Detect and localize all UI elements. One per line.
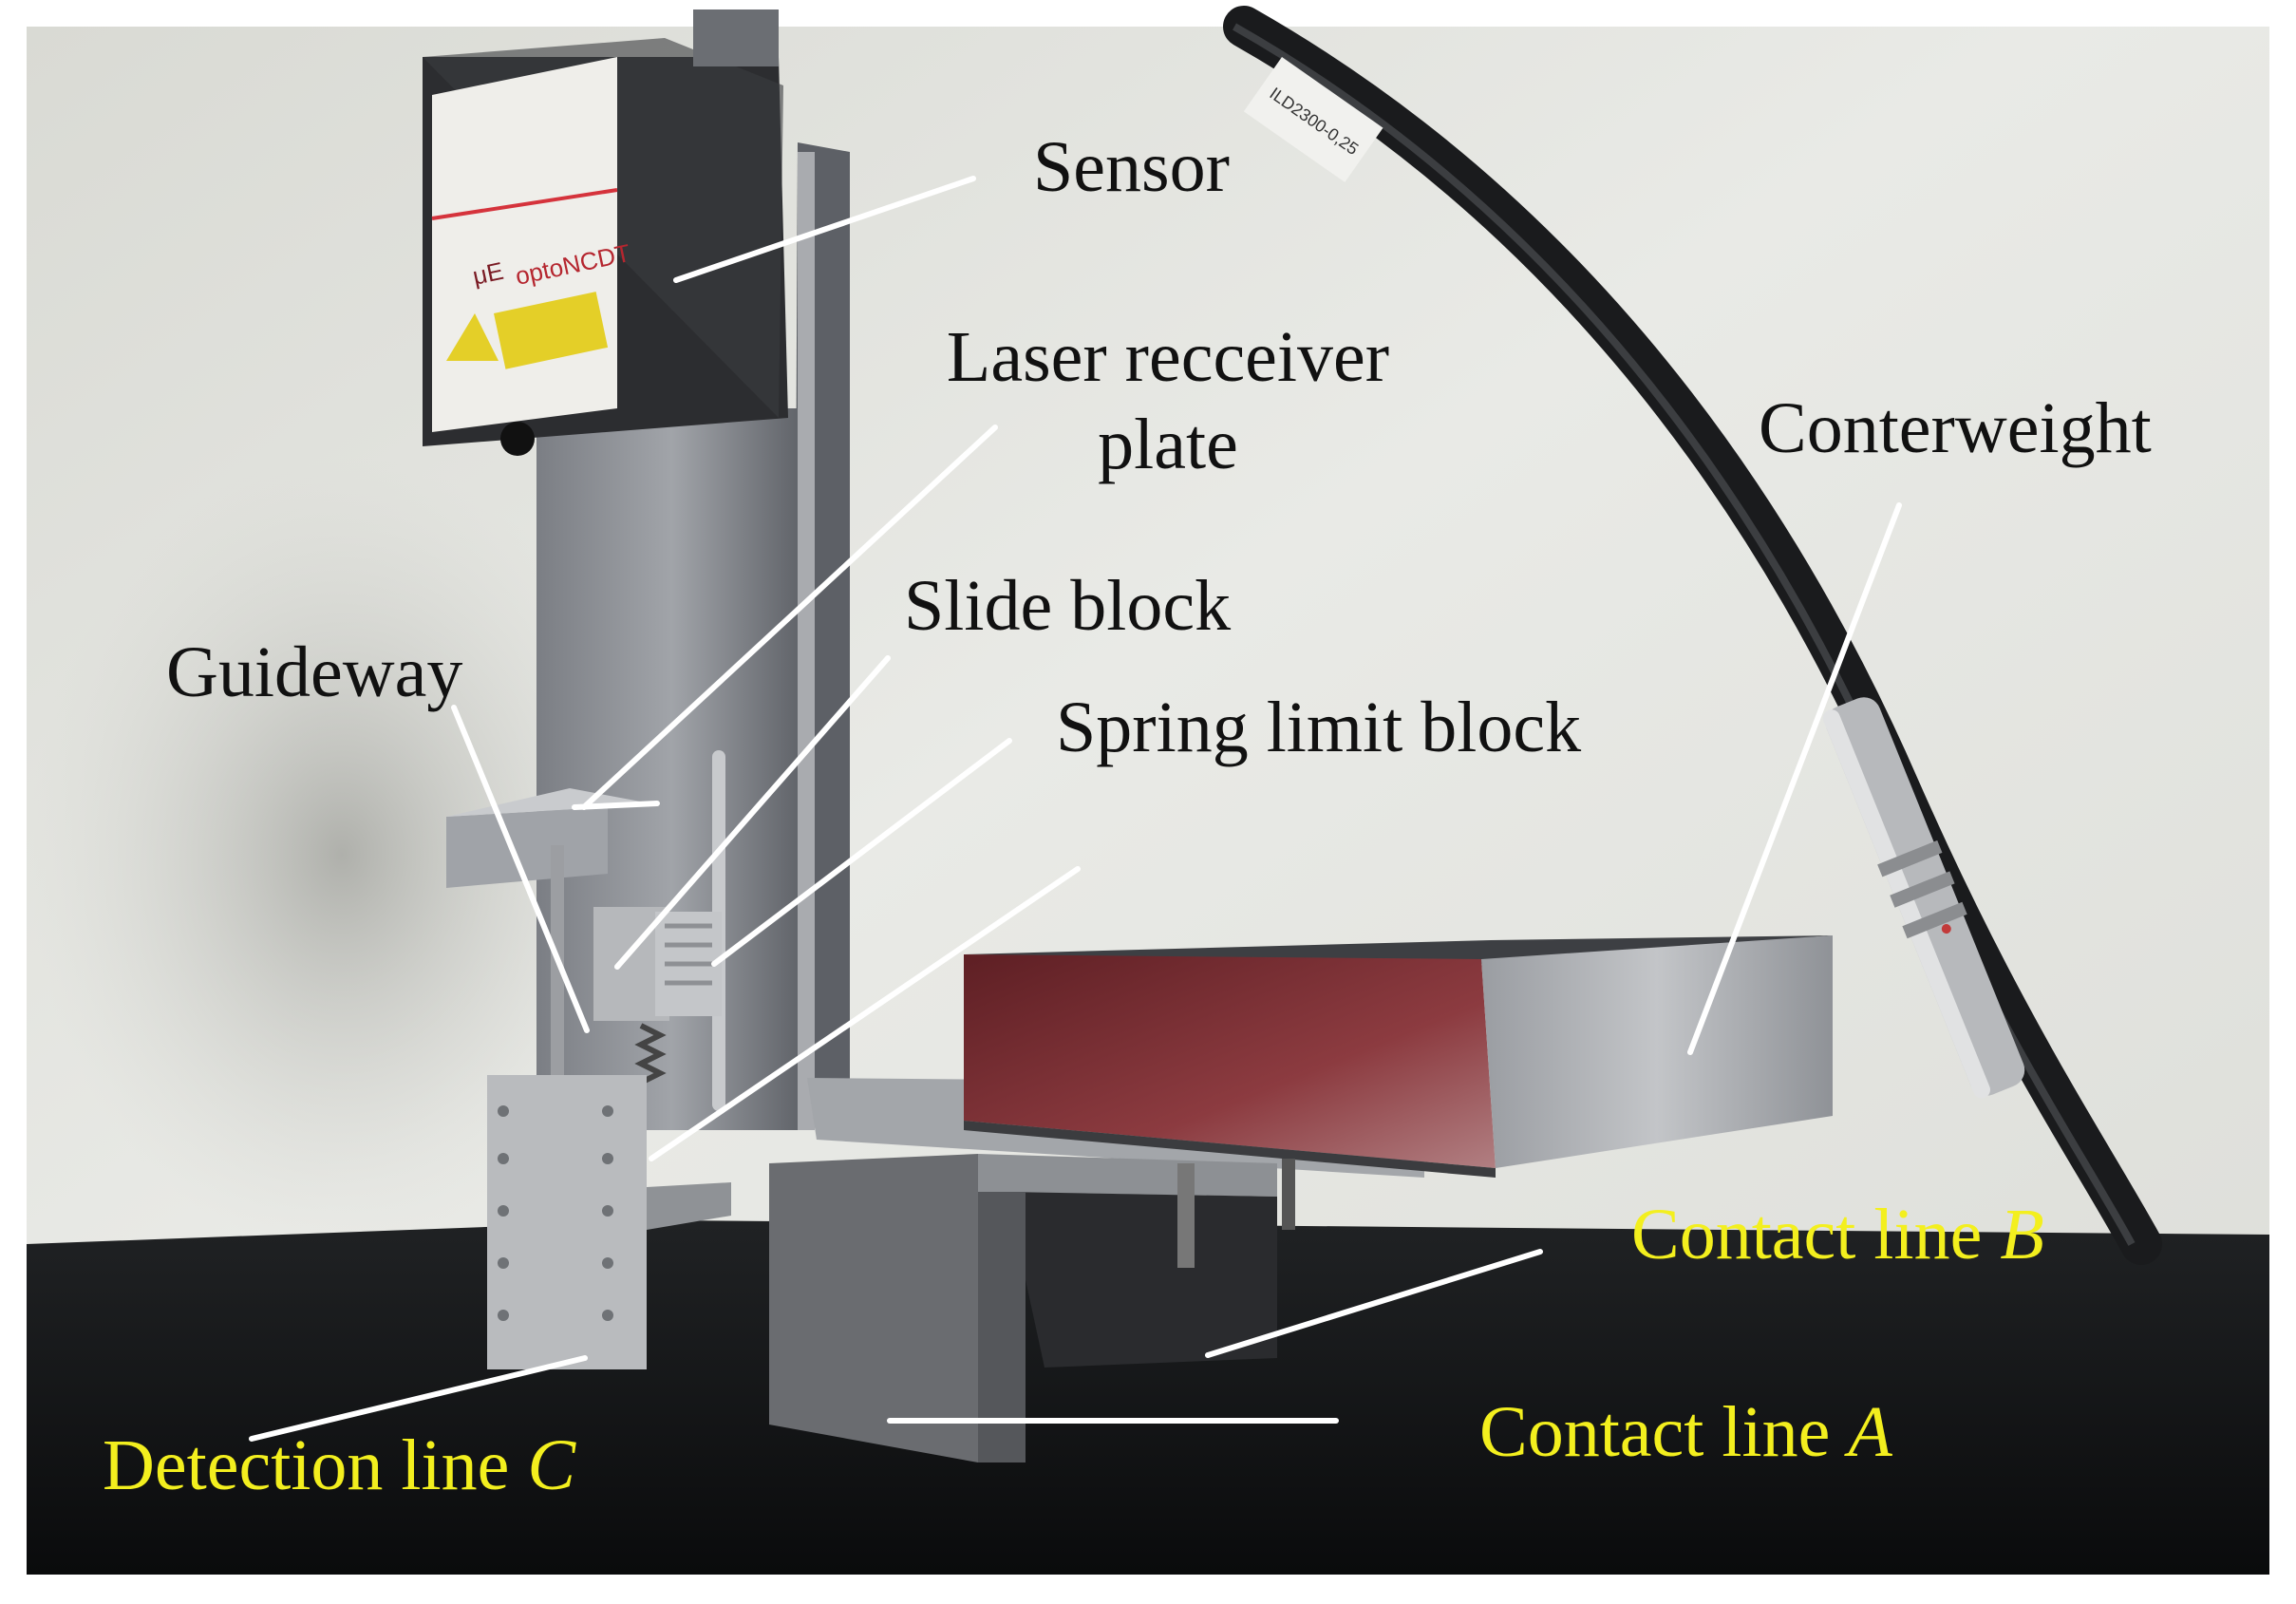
wall-shadow bbox=[28, 456, 655, 1254]
label-contact-a-text: Contact line bbox=[1479, 1392, 1849, 1472]
counterweight-side bbox=[964, 954, 1496, 1168]
label-guideway: Guideway bbox=[166, 632, 463, 712]
leader-guideway bbox=[451, 705, 590, 1033]
label-laser-receiver-line2: plate bbox=[1098, 405, 1238, 484]
leader-sensor bbox=[673, 176, 976, 283]
leader-counterweight bbox=[1687, 502, 1902, 1055]
leader-spring-limit-2 bbox=[649, 866, 1081, 1161]
leader-slide-block bbox=[614, 655, 891, 970]
label-laser-receiver: Laser recceiver plate bbox=[935, 321, 1401, 481]
leader-contact-b bbox=[1205, 1249, 1543, 1358]
label-contact-a-letter: A bbox=[1848, 1392, 1892, 1472]
receiver-plate bbox=[446, 807, 608, 888]
label-detection-line-c: Detection line C bbox=[103, 1429, 575, 1501]
label-slide-block: Slide block bbox=[904, 566, 1232, 646]
leader-lines bbox=[249, 176, 1902, 1442]
label-contact-line-b: Contact line B bbox=[1631, 1198, 2044, 1271]
label-counterweight: Conterweight bbox=[1759, 388, 2152, 468]
sensor-label-panel bbox=[432, 57, 617, 432]
spring bbox=[634, 1023, 667, 1085]
sensor-logo: μE bbox=[470, 256, 506, 291]
detection-plate bbox=[487, 1075, 647, 1369]
leader-detection-c bbox=[249, 1355, 588, 1442]
support-block bbox=[769, 1154, 978, 1462]
vertical-plate-front bbox=[536, 408, 807, 1130]
counterweight-front bbox=[1481, 935, 1833, 1168]
cable-connector bbox=[1822, 697, 2025, 1099]
label-contact-line-a: Contact line A bbox=[1479, 1396, 1892, 1468]
label-detection-c-letter: C bbox=[527, 1425, 576, 1505]
label-laser-receiver-line1: Laser recceiver bbox=[946, 317, 1390, 397]
leader-laser-receiver bbox=[581, 425, 998, 810]
laser-sensor: μE optoNCDT bbox=[423, 9, 788, 456]
label-contact-b-text: Contact line bbox=[1631, 1195, 2001, 1274]
label-detection-c-text: Detection line bbox=[103, 1425, 528, 1505]
label-sensor: Sensor bbox=[1033, 127, 1230, 207]
label-spring-limit-block: Spring limit block bbox=[1056, 688, 1582, 767]
leader-laser-receiver-tick bbox=[572, 801, 660, 810]
leader-spring-limit-1 bbox=[711, 738, 1012, 967]
label-contact-b-letter: B bbox=[2000, 1195, 2044, 1274]
